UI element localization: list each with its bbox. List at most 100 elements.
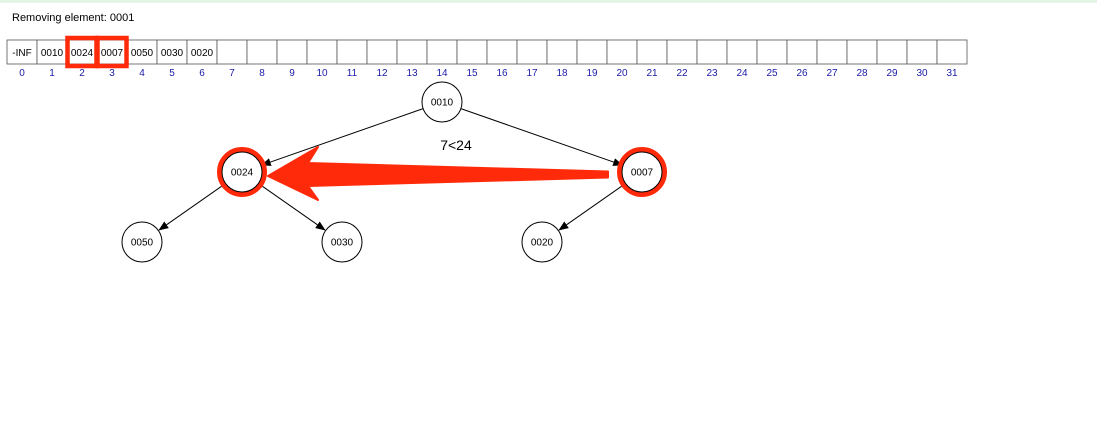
array-cell-box [936, 39, 968, 65]
array-cell-box [666, 39, 698, 65]
array-cell: 0010 [36, 39, 68, 65]
array-index-label: 10 [316, 68, 328, 79]
array-cell [906, 39, 938, 65]
array-cell [726, 39, 758, 65]
array-cell-box [216, 39, 248, 65]
array-cell [456, 39, 488, 65]
array-cell-box [546, 39, 578, 65]
array-cell-value: 0007 [101, 48, 124, 59]
array-index-label: 15 [466, 68, 478, 79]
tree-node: 0007 [617, 147, 667, 197]
array-cell-box [246, 39, 278, 65]
array-cell: 0030 [156, 39, 188, 65]
array-cell [516, 39, 548, 65]
array-index-label: 4 [139, 68, 145, 79]
array-cell [246, 39, 278, 65]
tree-node-circle [121, 221, 163, 263]
array-index-label: 23 [706, 68, 718, 79]
array-cell [546, 39, 578, 65]
array-cell [846, 39, 878, 65]
array-cell-box [186, 39, 218, 65]
status-label: Removing element: [12, 12, 107, 24]
array-cell [576, 39, 608, 65]
tree-node-highlight [217, 147, 267, 197]
array-cell [486, 39, 518, 65]
array-index-label: 9 [289, 68, 295, 79]
array-index-label: 1 [49, 68, 55, 79]
array-cell [816, 39, 848, 65]
array-cell [426, 39, 458, 65]
array-cell-highlight [95, 35, 129, 69]
swap-arrow [267, 146, 609, 201]
array-cell-box [756, 39, 788, 65]
array-cell: 0050 [126, 39, 158, 65]
tree-node: 0010 [421, 81, 463, 123]
array-cell-box [516, 39, 548, 65]
tree-edge [558, 183, 626, 231]
array-index-label: 2 [79, 68, 85, 79]
array-index-label: 11 [347, 68, 358, 79]
array-cell [696, 39, 728, 65]
array-index-label: 12 [376, 68, 388, 79]
array-cell [216, 39, 248, 65]
tree-edges [158, 108, 626, 231]
array-cell-box [906, 39, 938, 65]
array-index-label: 26 [796, 68, 808, 79]
array-index-label: 25 [766, 68, 778, 79]
array-cell [876, 39, 908, 65]
array-cell-value: 0024 [71, 48, 94, 59]
array-index-label: 28 [856, 68, 868, 79]
tree-node-label: 0007 [631, 168, 654, 179]
array-cell-box [816, 39, 848, 65]
array-cell-value: 0010 [41, 48, 64, 59]
tree-node: 0050 [121, 221, 163, 263]
array-index-label: 21 [646, 68, 658, 79]
array-cell [306, 39, 338, 65]
array-cell: -INF [6, 39, 38, 65]
array-cell-box [306, 39, 338, 65]
array-cell [636, 39, 668, 65]
swap-overlay: 7<24 [267, 137, 609, 201]
array-index-label: 18 [556, 68, 568, 79]
tree-node-label: 0010 [431, 98, 454, 109]
array-cell-box [876, 39, 908, 65]
array-cell [606, 39, 638, 65]
status-element-value: 0001 [109, 12, 135, 24]
tree-node-circle [521, 221, 563, 263]
array-cell [366, 39, 398, 65]
array-cell [786, 39, 818, 65]
array-index-label: 16 [496, 68, 508, 79]
array-cell: 0007 [96, 39, 128, 65]
tree-node: 0020 [521, 221, 563, 263]
array-cell-box [36, 39, 68, 65]
array-index-label: 24 [736, 68, 748, 79]
array-index-label: 30 [916, 68, 928, 79]
array-cell-box [786, 39, 818, 65]
array-index-label: 5 [169, 68, 175, 79]
array-index-label: 31 [946, 68, 958, 79]
tree-edge [260, 108, 424, 166]
array-cell [756, 39, 788, 65]
comparison-label: 7<24 [440, 137, 472, 153]
array-index-label: 0 [19, 68, 25, 79]
array-index-label: 13 [406, 68, 418, 79]
array-cell [936, 39, 968, 65]
status-message: Removing element: 0001 [12, 12, 134, 24]
array-cell-box [636, 39, 668, 65]
tree-edge [158, 183, 226, 231]
array-cell-box [456, 39, 488, 65]
tree-node: 0024 [217, 147, 267, 197]
array-cell [396, 39, 428, 65]
array-cell: 0024 [66, 39, 98, 65]
tree-node-circle [621, 151, 663, 193]
array-cell-box [846, 39, 878, 65]
array-cell: 0020 [186, 39, 218, 65]
array-cell-box [606, 39, 638, 65]
tree-node-circle [221, 151, 263, 193]
array-cell-box [276, 39, 308, 65]
tree-edge [460, 108, 624, 166]
array-cell-box [426, 39, 458, 65]
tree-node-circle [421, 81, 463, 123]
